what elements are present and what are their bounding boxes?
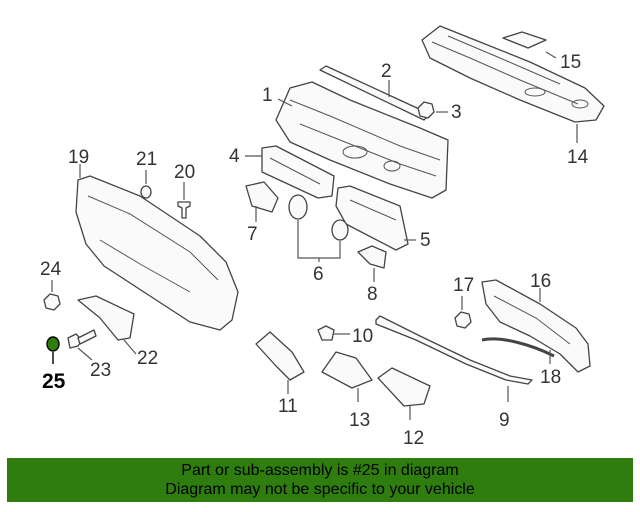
part-15-label: 15 — [502, 31, 581, 73]
part-25-plug: 25 — [42, 336, 66, 393]
part-18-hose: 18 — [481, 337, 561, 388]
callout-14: 14 — [567, 147, 589, 168]
callout-11: 11 — [278, 396, 298, 417]
callout-13: 13 — [349, 410, 370, 431]
callout-10: 10 — [352, 326, 373, 347]
part-5-insulator: 5 — [335, 185, 431, 251]
part-23-bolt: 23 — [67, 329, 111, 381]
callout-1: 1 — [262, 85, 273, 106]
part-10-clip: 10 — [317, 325, 373, 347]
callout-5: 5 — [420, 230, 431, 251]
part-19-dash-panel: 19 — [68, 147, 239, 331]
part-12-bracket: 12 — [377, 367, 431, 449]
part-13-bracket: 13 — [321, 351, 373, 431]
part-20-bolt: 20 — [174, 162, 195, 219]
part-9-seal: 9 — [375, 315, 533, 431]
part-4-bracket: 4 — [229, 145, 335, 199]
info-banner: Part or sub-assembly is #25 in diagram D… — [7, 458, 633, 502]
callout-7: 7 — [247, 224, 258, 245]
callout-12: 12 — [403, 428, 424, 449]
parts-diagram: 15 14 2 3 1 4 — [40, 25, 605, 449]
part-6-grommets: 6 — [288, 194, 349, 285]
part-21-grommet: 21 — [136, 149, 157, 199]
callout-22: 22 — [137, 348, 158, 369]
callout-24: 24 — [40, 259, 62, 280]
part-7-bracket: 7 — [245, 181, 279, 245]
callout-3: 3 — [451, 102, 462, 123]
banner-line-1: Part or sub-assembly is #25 in diagram — [181, 462, 459, 479]
callout-23: 23 — [90, 360, 111, 381]
part-3-nut: 3 — [417, 101, 462, 123]
callout-18: 18 — [540, 367, 561, 388]
part-1-cowl-panel: 1 — [262, 81, 449, 199]
callout-8: 8 — [367, 284, 378, 305]
callout-16: 16 — [530, 271, 551, 292]
part-24-nut: 24 — [40, 259, 62, 311]
callout-25: 25 — [42, 370, 66, 393]
callout-6: 6 — [313, 264, 324, 285]
banner-line-2: Diagram may not be specific to your vehi… — [165, 481, 475, 498]
part-11-duct: 11 — [255, 331, 305, 417]
callout-2: 2 — [381, 61, 392, 82]
callout-20: 20 — [174, 162, 195, 183]
callout-17: 17 — [453, 275, 474, 296]
callout-15: 15 — [560, 52, 581, 73]
part-14-cowl-top: 14 — [421, 25, 605, 168]
part-22-bracket: 22 — [77, 295, 158, 369]
callout-19: 19 — [68, 147, 89, 168]
callout-4: 4 — [229, 146, 240, 167]
callout-21: 21 — [136, 149, 157, 170]
part-17-nut: 17 — [453, 275, 474, 329]
callout-9: 9 — [499, 410, 510, 431]
part-16-panel: 16 — [481, 271, 591, 373]
part-8-clip: 8 — [357, 245, 387, 305]
